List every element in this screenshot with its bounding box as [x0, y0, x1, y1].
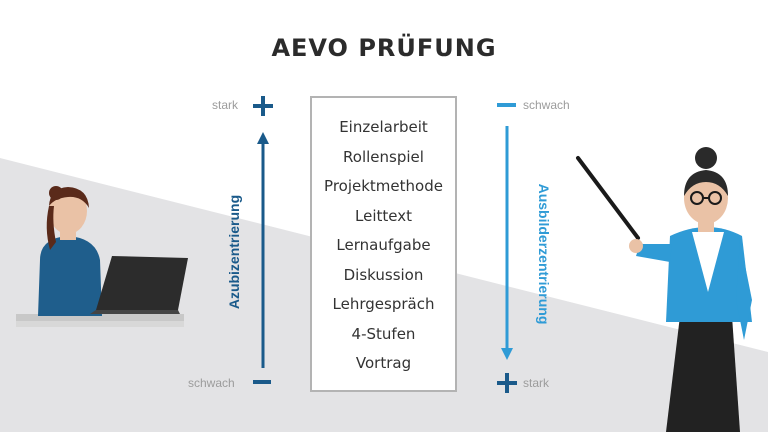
left-axis-top-label: stark — [212, 98, 239, 112]
left-axis-bottom-label: schwach — [188, 376, 235, 390]
method-item: Rollenspiel — [343, 147, 424, 166]
minus-icon — [253, 380, 271, 384]
arrow-up-icon — [257, 132, 269, 368]
page-title: AEVO PRÜFUNG — [271, 34, 497, 62]
method-item: 4-Stufen — [351, 324, 416, 343]
right-axis-top-label: schwach — [523, 98, 570, 112]
method-item: Diskussion — [343, 265, 424, 284]
method-item: Lernaufgabe — [336, 236, 431, 254]
arrow-down-icon — [501, 126, 513, 360]
plus-icon — [497, 373, 517, 393]
minus-icon — [497, 103, 516, 107]
right-axis-bottom-label: stark — [523, 376, 550, 390]
plus-icon — [253, 96, 273, 116]
method-item: Einzelarbeit — [339, 118, 428, 136]
method-item: Lehrgespräch — [332, 295, 435, 313]
method-item: Projektmethode — [324, 177, 443, 195]
method-item: Leittext — [355, 206, 412, 225]
method-item: Vortrag — [355, 354, 412, 372]
